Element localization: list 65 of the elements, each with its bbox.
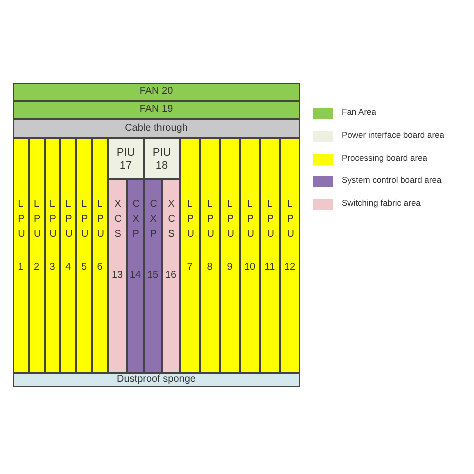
board-name: LPU (227, 198, 233, 242)
legend-label: Fan Area (342, 107, 376, 117)
slot-label: Dustproof sponge (116, 374, 197, 385)
board-name: CXP (150, 198, 156, 242)
slot-number: 7 (186, 262, 194, 273)
board-name: LPU (247, 198, 253, 242)
slot-label: Cable through (124, 122, 189, 134)
board-name: CXP (132, 198, 138, 242)
board-slot (76, 138, 92, 373)
slot-number: 9 (226, 262, 234, 273)
legend-label: System control board area (342, 175, 442, 186)
board-name: LPU (187, 198, 193, 242)
panel-bar (13, 373, 300, 387)
slot-number: 11 (264, 262, 276, 273)
board-slot (108, 138, 144, 179)
slot-number: 10 (243, 262, 257, 273)
slot-number: 15 (146, 270, 160, 281)
board-slot (260, 138, 280, 373)
slot-label: FAN 20 (138, 86, 174, 97)
board-slot (127, 179, 144, 373)
board-slot (108, 179, 127, 373)
slot-number: 13 (110, 270, 124, 281)
board-slot (144, 179, 162, 373)
board-name: LPU (18, 198, 24, 242)
board-slot (13, 138, 29, 373)
slot-number: 4 (64, 262, 72, 273)
board-name: LPU (287, 198, 293, 242)
slot-number: 8 (206, 262, 214, 273)
slot-label: PIU 17 (116, 146, 136, 172)
slot-number: 6 (96, 262, 104, 273)
board-slot (44, 138, 60, 373)
slot-number: 2 (32, 262, 41, 273)
board-name: LPU (50, 198, 56, 242)
board-name: LPU (81, 198, 87, 242)
slot-number: 12 (283, 262, 297, 273)
legend-label: Switching fabric area (342, 198, 421, 208)
legend-label: Processing board area (342, 152, 428, 163)
board-name: LPU (66, 198, 72, 242)
board-slot (200, 138, 220, 373)
board-slot (144, 138, 180, 179)
slot-number: 16 (164, 270, 178, 281)
panel-bar (13, 101, 300, 119)
slot-number: 3 (48, 262, 56, 273)
board-slot (162, 179, 180, 373)
board-name: LPU (267, 198, 273, 242)
board-name: LPU (34, 198, 40, 242)
board-slot (60, 138, 76, 373)
board-slot (28, 138, 45, 373)
legend-label: Power interface board area (342, 130, 445, 140)
slot-label: PIU 18 (152, 146, 172, 172)
slot-number: 5 (80, 262, 88, 273)
board-slot (180, 138, 200, 373)
board-slot (92, 138, 108, 373)
board-slot (220, 138, 240, 373)
board-name: XCS (114, 198, 120, 242)
slot-number: 14 (128, 270, 142, 281)
slot-label: FAN 19 (138, 104, 174, 115)
slot-number: 1 (17, 262, 25, 273)
board-slot (280, 138, 300, 373)
board-name: XCS (168, 198, 174, 242)
board-name: LPU (207, 198, 213, 242)
panel-bar (13, 83, 300, 101)
board-name: LPU (97, 198, 103, 242)
panel-bar (13, 119, 300, 138)
board-slot (240, 138, 260, 373)
